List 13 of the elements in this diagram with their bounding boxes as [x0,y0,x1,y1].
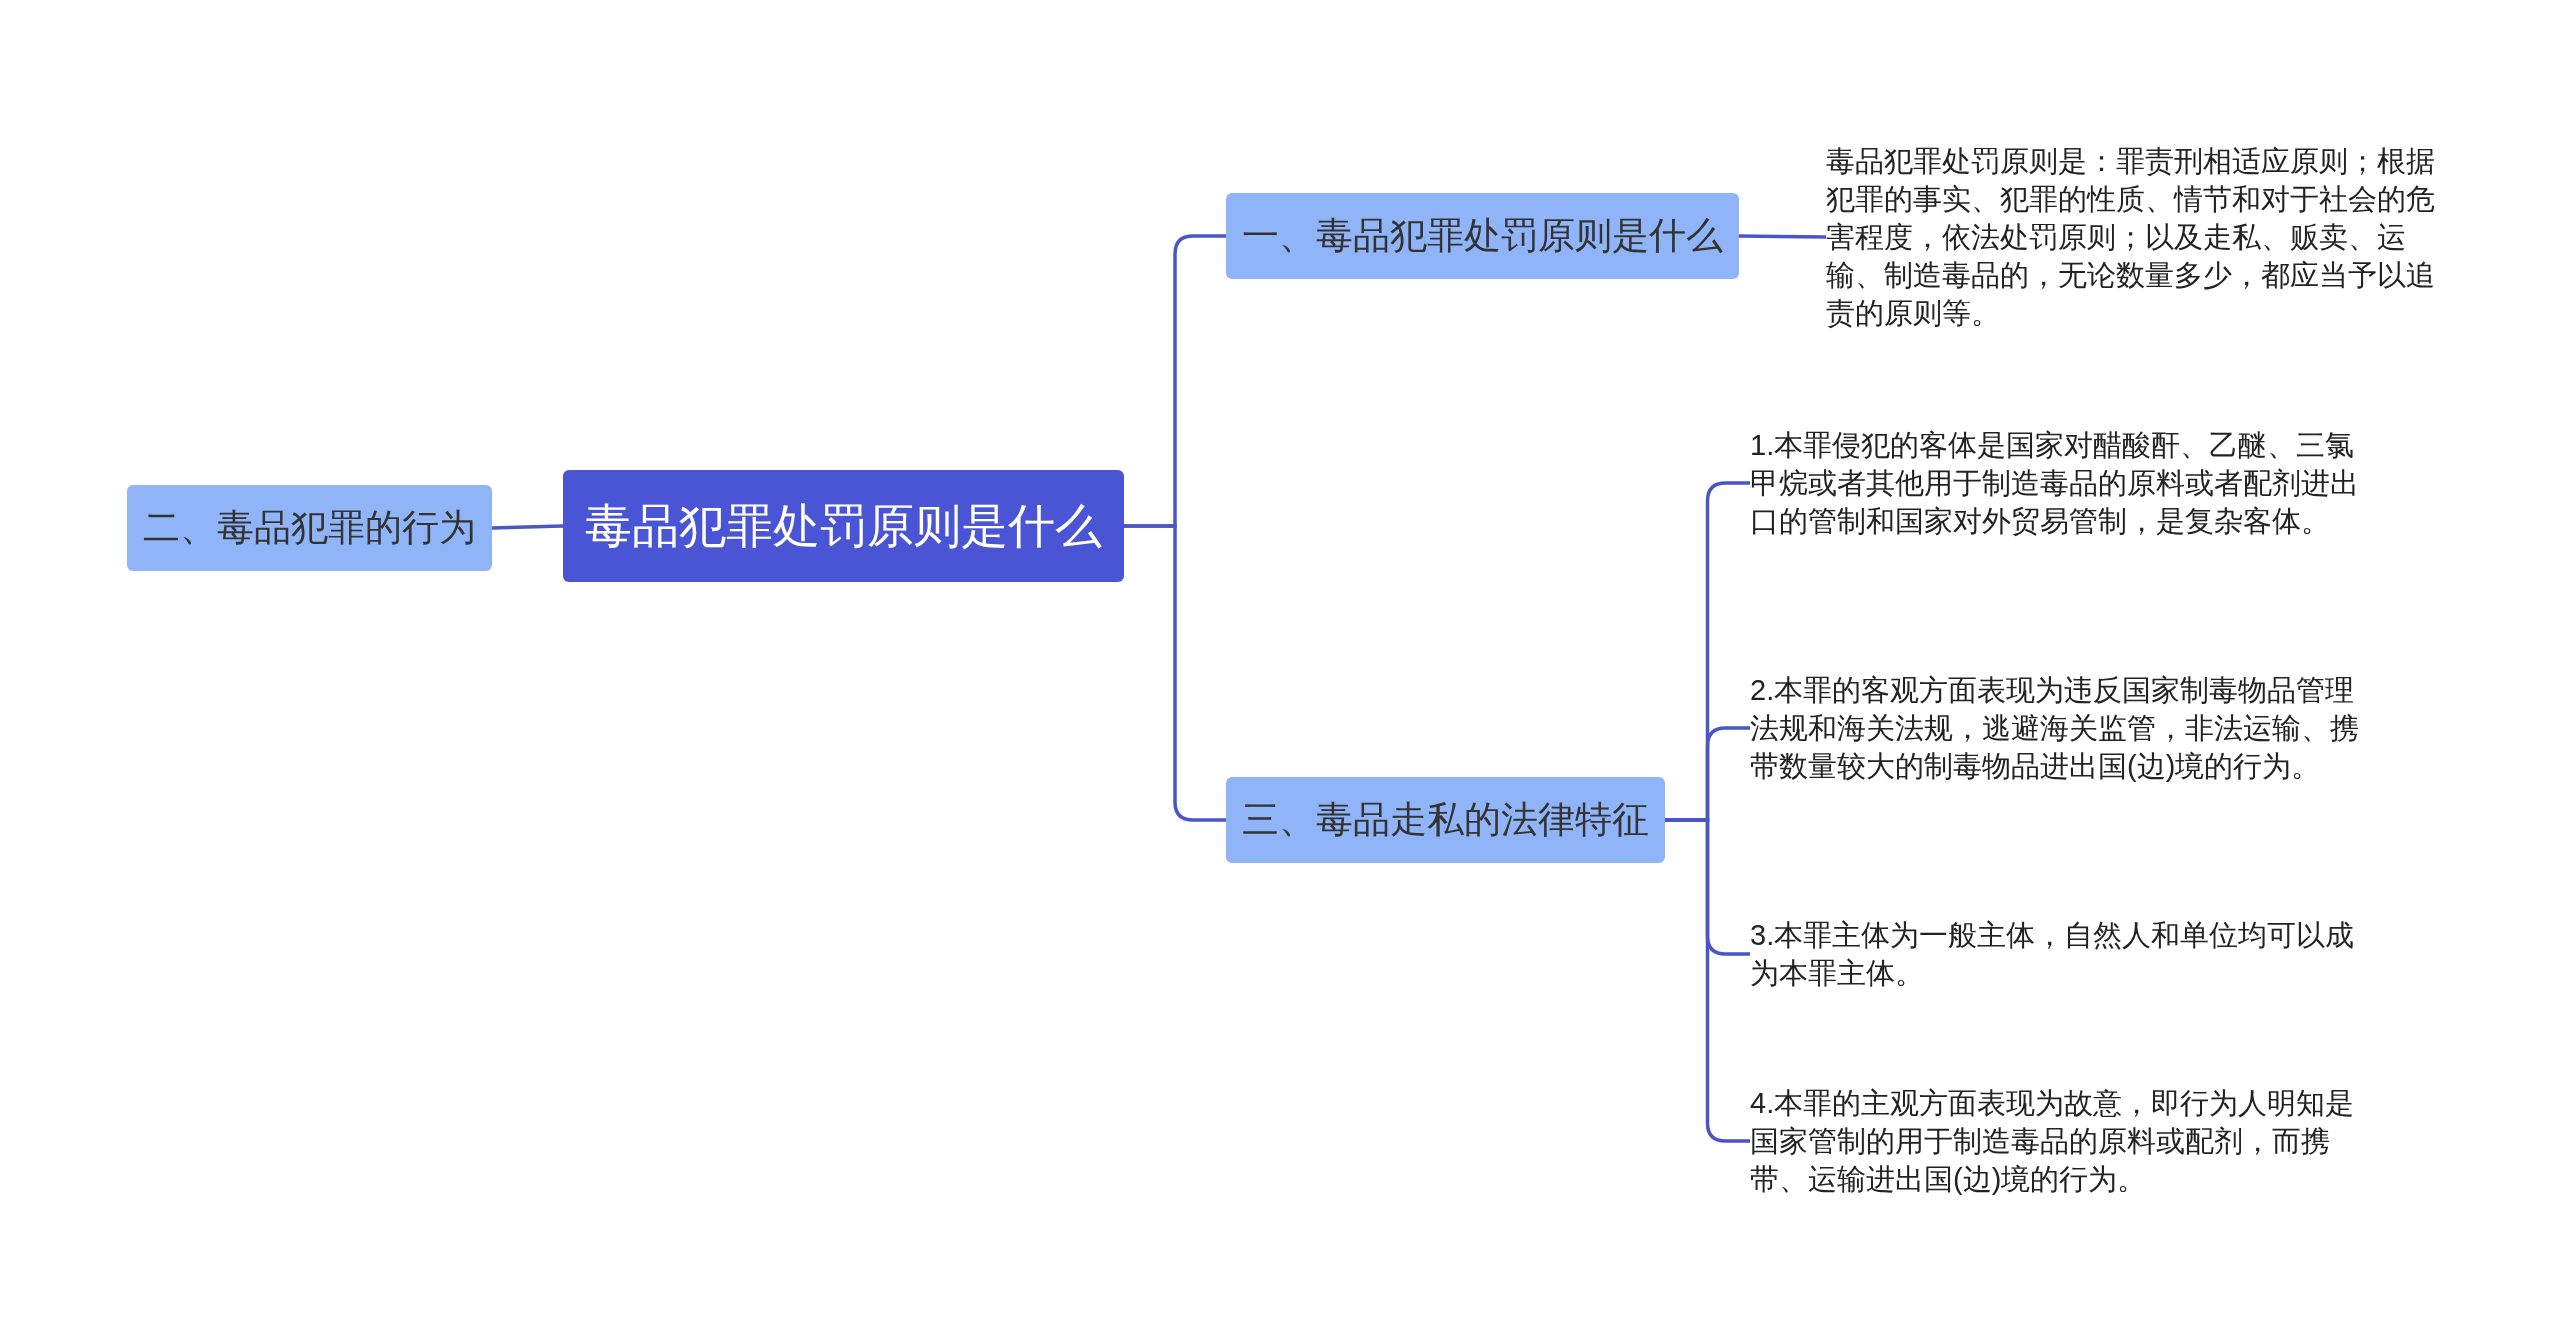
connector-line [491,524,564,530]
note-text: 4.本罪的主观方面表现为故意，即行为人明知是国家管制的用于制造毒品的原料或配剂，而携带、运输进出国(边)境的行为。 [1750,1084,2364,1198]
note-text: 2.本罪的客观方面表现为违反国家制毒物品管理法规和海关法规，逃避海关监管，非法运输、携带数量较大的制毒物品进出国(边)境的行为。 [1750,671,2364,785]
note-text: 1.本罪侵犯的客体是国家对醋酸酐、乙醚、三氯甲烷或者其他用于制造毒品的原料或者配剂进出口的管制和国家对外贸易管制，是复杂客体。 [1750,426,2364,540]
note-text: 3.本罪主体为一般主体，自然人和单位均可以成为本罪主体。 [1750,916,2364,992]
topic-box: 三、毒品走私的法律特征 [1226,777,1665,863]
central-topic-box: 毒品犯罪处罚原则是什么 [563,470,1124,582]
connector-line [1124,524,1226,822]
topic-box: 一、毒品犯罪处罚原则是什么 [1226,193,1739,279]
connector-line [1665,818,1750,1143]
connector-line [1739,234,1826,239]
topic-box: 二、毒品犯罪的行为 [127,485,492,571]
note-text: 毒品犯罪处罚原则是：罪责刑相适应原则；根据犯罪的事实、犯罪的性质、情节和对于社会的危害程度，依法处罚原则；以及走私、贩卖、运输、制造毒品的，无论数量多少，都应当予以追责的原则等。 [1826,142,2440,332]
